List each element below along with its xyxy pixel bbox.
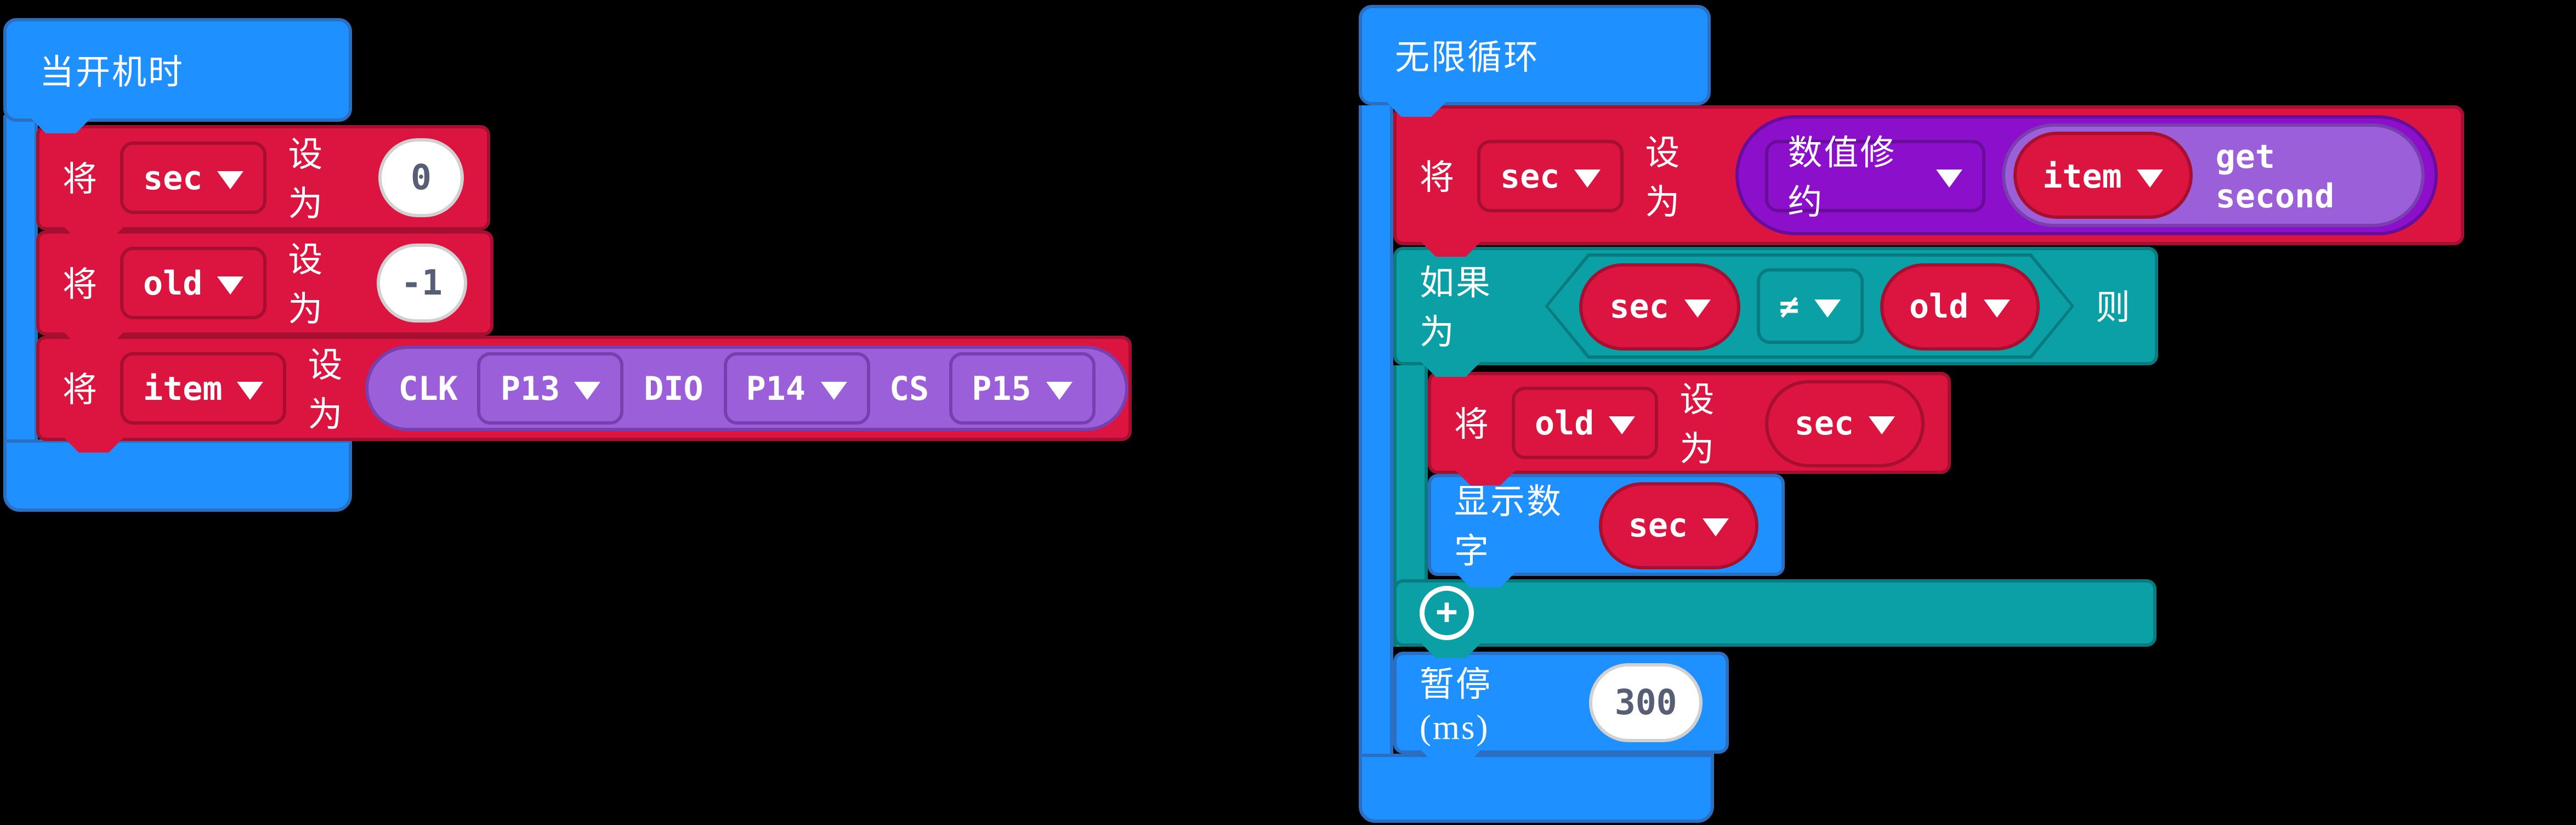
set-keyword: 将 <box>63 370 99 410</box>
on-start-block[interactable]: 当开机时 <box>3 18 352 133</box>
comparison-block[interactable]: sec ≠ old <box>1548 257 2071 355</box>
pause-block[interactable]: 暂停 (ms) 300 <box>1393 652 1729 765</box>
forever-footer <box>1359 754 1714 823</box>
variable-dropdown-sec[interactable]: sec <box>1477 139 1624 212</box>
boolean-slot: sec ≠ old <box>1545 253 2074 359</box>
variable-pill-sec[interactable]: sec <box>1580 263 1739 350</box>
then-keyword: 则 <box>2096 288 2132 327</box>
variable-pill-old[interactable]: old <box>1880 263 2039 350</box>
if-keyword: 如果为 <box>1420 263 1492 352</box>
operator-dropdown[interactable]: ≠ <box>1756 268 1863 344</box>
on-start-left-spine <box>3 115 38 444</box>
dropdown-arrow-icon <box>2136 168 2163 187</box>
dropdown-arrow-icon <box>1046 382 1073 400</box>
variable-dropdown-old[interactable]: old <box>1512 387 1659 459</box>
variable-dropdown-old[interactable]: old <box>120 247 267 319</box>
variable-pill-sec[interactable]: sec <box>1598 481 1758 569</box>
rtc-get-second-block[interactable]: item get second <box>2001 123 2425 227</box>
forever-block[interactable]: 无限循环 <box>1359 5 1711 117</box>
pause-label: 暂停 (ms) <box>1420 664 1492 747</box>
dio-pin-dropdown[interactable]: P14 <box>723 352 870 425</box>
set-variable-sec-block[interactable]: 将 sec 设为 0 <box>36 125 490 242</box>
set-variable-old-block[interactable]: 将 old 设为 -1 <box>36 230 493 347</box>
to-keyword: 设为 <box>288 135 325 224</box>
dropdown-arrow-icon <box>1574 168 1601 187</box>
show-number-block[interactable]: 显示数字 sec <box>1428 474 1785 587</box>
expand-if-icon[interactable]: + <box>1420 586 1474 640</box>
set-keyword: 将 <box>63 265 99 304</box>
show-number-label: 显示数字 <box>1454 482 1563 571</box>
variable-pill-item[interactable]: item <box>2013 132 2193 219</box>
dropdown-arrow-icon <box>575 382 602 400</box>
forever-label: 无限循环 <box>1395 37 1540 77</box>
number-input-old[interactable]: -1 <box>376 244 467 323</box>
if-block-header[interactable]: 如果为 sec ≠ old 则 <box>1393 247 2158 377</box>
to-keyword: 设为 <box>288 240 325 329</box>
dio-label: DIO <box>644 369 703 408</box>
variable-dropdown-sec[interactable]: sec <box>120 142 267 214</box>
set-keyword: 将 <box>1420 157 1456 197</box>
cs-label: CS <box>889 369 929 408</box>
round-mode-dropdown[interactable]: 数值修约 <box>1764 133 1985 222</box>
dropdown-arrow-icon <box>1684 300 1710 318</box>
forever-left-spine <box>1359 105 1393 754</box>
set-keyword: 将 <box>63 160 99 199</box>
on-start-label: 当开机时 <box>39 52 184 92</box>
dropdown-arrow-icon <box>217 276 244 295</box>
variable-dropdown-item[interactable]: item <box>120 352 287 425</box>
on-start-footer <box>3 439 352 512</box>
dropdown-arrow-icon <box>1703 518 1729 536</box>
tm1637-create-block[interactable]: CLK P13 DIO P14 CS P15 <box>365 346 1128 431</box>
cs-pin-dropdown[interactable]: P15 <box>949 352 1096 425</box>
dropdown-arrow-icon <box>1983 300 2010 318</box>
to-keyword: 设为 <box>1679 380 1716 469</box>
set-old-sec-block[interactable]: 将 old 设为 sec <box>1428 372 1951 485</box>
dropdown-arrow-icon <box>1936 168 1962 187</box>
number-input-pause[interactable]: 300 <box>1589 663 1703 742</box>
dropdown-arrow-icon <box>1869 416 1895 434</box>
dropdown-arrow-icon <box>1609 416 1636 434</box>
dropdown-arrow-icon <box>217 171 244 189</box>
number-input-sec[interactable]: 0 <box>378 138 464 217</box>
variable-pill-sec[interactable]: sec <box>1764 379 1925 467</box>
to-keyword: 设为 <box>1645 132 1682 222</box>
set-variable-item-block[interactable]: 将 item 设为 CLK P13 DIO P14 CS P15 <box>36 336 1132 453</box>
math-round-block[interactable]: 数值修约 item get second <box>1735 115 2438 235</box>
set-keyword: 将 <box>1454 405 1490 444</box>
if-block-footer: + <box>1393 579 2157 658</box>
dropdown-arrow-icon <box>820 382 847 400</box>
set-sec-round-block[interactable]: 将 sec 设为 数值修约 item get second <box>1393 105 2464 257</box>
rtc-method-label: get second <box>2215 135 2335 215</box>
clk-pin-dropdown[interactable]: P13 <box>477 352 625 425</box>
dropdown-arrow-icon <box>237 382 264 400</box>
dropdown-arrow-icon <box>1814 300 1840 318</box>
clk-label: CLK <box>398 369 458 408</box>
to-keyword: 设为 <box>308 346 344 434</box>
